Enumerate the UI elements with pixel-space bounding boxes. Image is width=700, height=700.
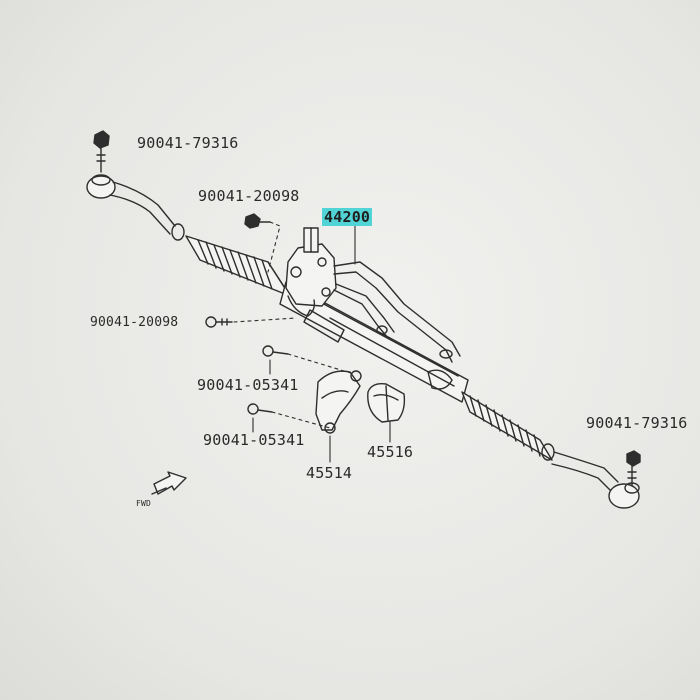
- clamp-bolt-upper: [262, 345, 289, 357]
- dashed-leader-lines: [233, 221, 355, 429]
- hydraulic-lines: [333, 261, 461, 363]
- right-tie-rod-nut: [626, 450, 641, 467]
- front-direction-arrow-icon: [151, 471, 187, 495]
- left-bellows-boot: [185, 235, 291, 297]
- part-number-clamp-bolt-lower[interactable]: 90041-05341: [203, 431, 305, 449]
- rack-bushing: [367, 382, 406, 423]
- label-leader-lines: [100, 149, 391, 463]
- left-tie-rod-end: [86, 174, 185, 241]
- upper-mount-bolt: [244, 213, 271, 229]
- right-tie-rod-end: [551, 451, 640, 509]
- part-number-rack-bushing[interactable]: 45516: [367, 443, 414, 461]
- left-tie-rod-nut: [93, 130, 110, 173]
- part-number-clamp-bolt-upper[interactable]: 90041-05341: [197, 376, 299, 394]
- part-number-rack-bracket[interactable]: 45514: [306, 464, 353, 482]
- part-number-mount-bolt-left[interactable]: 90041-20098: [90, 315, 179, 330]
- rack-bracket: [315, 370, 362, 434]
- front-arrow-caption: FWD: [136, 499, 152, 508]
- right-bellows-boot: [461, 391, 555, 461]
- part-number-tie-rod-nut-left[interactable]: 90041-79316: [137, 134, 239, 152]
- clamp-bolt-lower: [247, 403, 273, 415]
- part-number-mount-bolt-upper[interactable]: 90041-20098: [198, 187, 300, 205]
- part-number-tie-rod-nut-right[interactable]: 90041-79316: [586, 414, 688, 432]
- left-mount-bolt: [205, 316, 233, 328]
- pinion-valve-housing: [285, 227, 337, 317]
- part-number-steering-rack-assembly[interactable]: 44200: [322, 208, 373, 226]
- rack-housing: [279, 281, 469, 403]
